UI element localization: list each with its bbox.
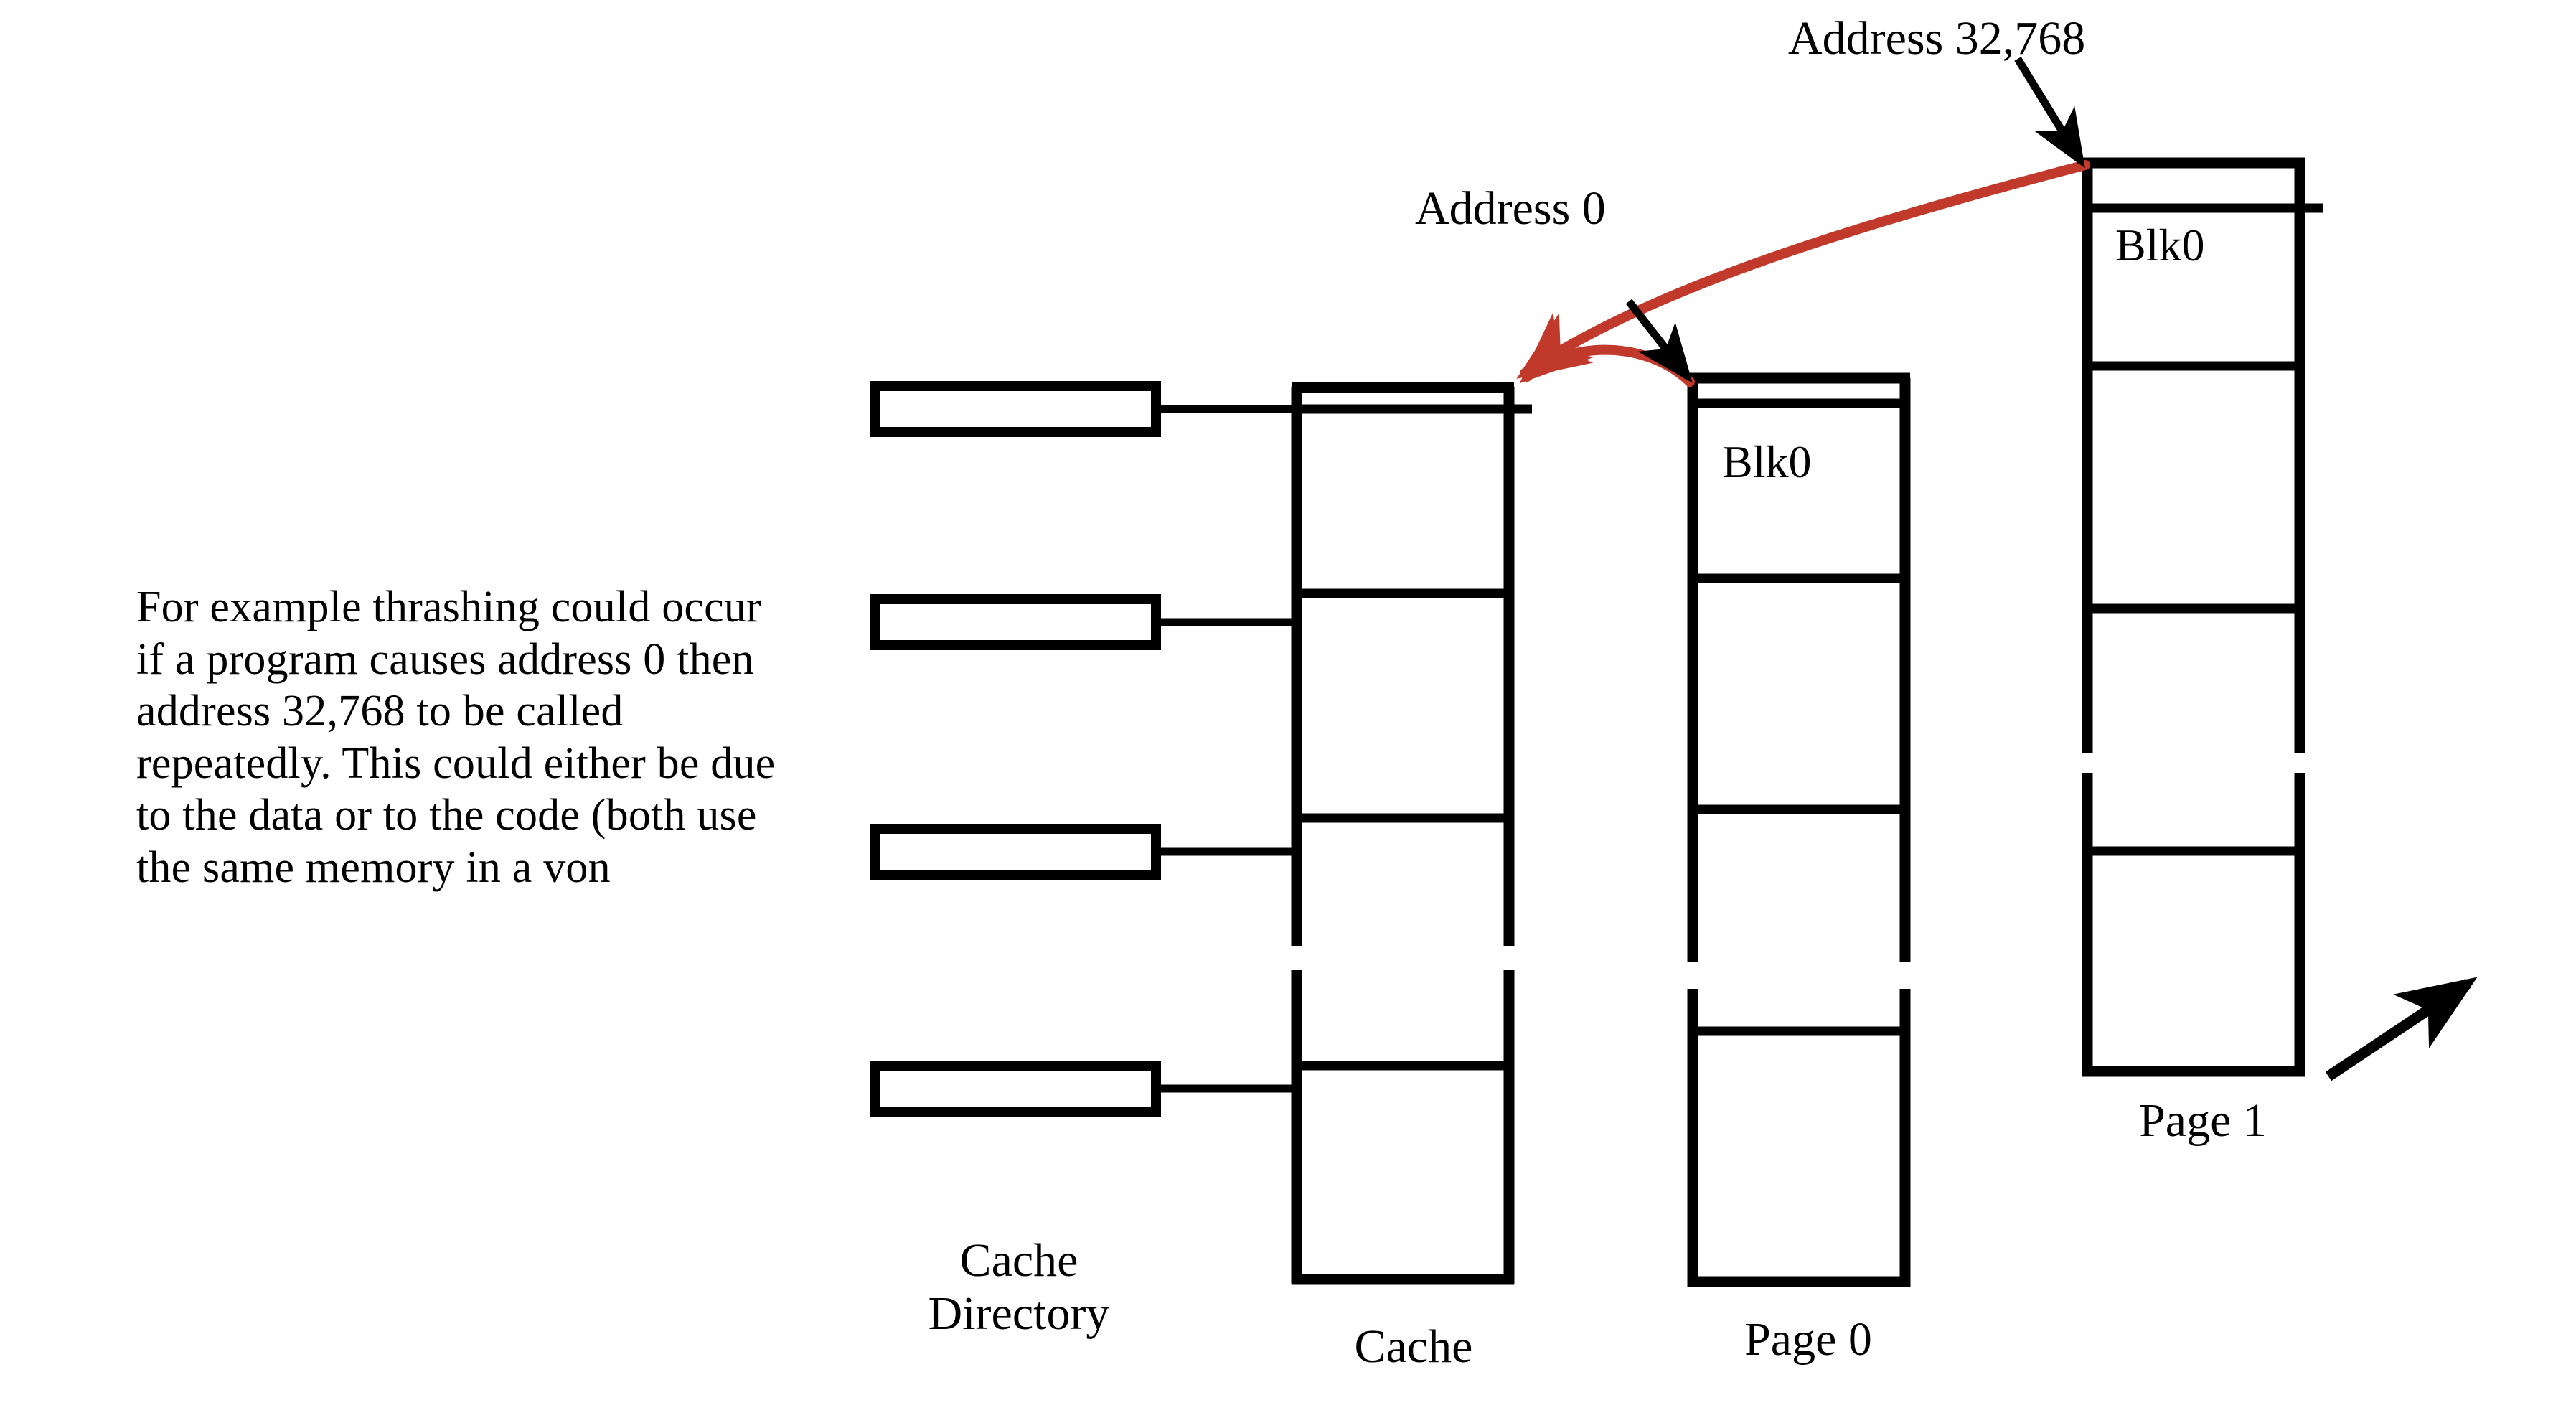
cache-directory-entry-0 bbox=[870, 381, 1161, 437]
callout-leader-arrows bbox=[1625, 57, 2478, 1081]
thrashing-arcs bbox=[1516, 160, 2090, 387]
cache-directory-entry-3 bbox=[870, 1061, 1161, 1117]
cache-directory-label: Cache Directory bbox=[928, 1234, 1110, 1340]
body-paragraph: For example thrashing could occur if a p… bbox=[136, 583, 776, 892]
pointer-arrow-bottom-right bbox=[2325, 977, 2478, 1081]
page1-column-group bbox=[2082, 157, 2323, 1077]
cache-directory-group bbox=[870, 381, 1161, 1117]
cache-label: Cache bbox=[1354, 1320, 1473, 1373]
leader-arrow-address-32768 bbox=[2014, 57, 2085, 169]
directory-to-cache-connectors bbox=[1156, 405, 1296, 1093]
cache-directory-entry-2 bbox=[870, 824, 1161, 880]
page0-column-group bbox=[1687, 372, 1911, 1287]
page1-blk0-label: Blk0 bbox=[2115, 220, 2205, 271]
cache-directory-entry-1 bbox=[870, 594, 1161, 650]
page1-label: Page 1 bbox=[2139, 1094, 2267, 1147]
cache-column-group bbox=[1291, 382, 1532, 1285]
page0-label: Page 0 bbox=[1744, 1313, 1872, 1366]
page0-blk0-label: Blk0 bbox=[1722, 436, 1812, 487]
leader-arrow-address-0 bbox=[1625, 299, 1693, 383]
callout-address-32768: Address 32,768 bbox=[1788, 12, 2086, 65]
red-arc-from-page1 bbox=[1516, 160, 2090, 379]
callout-address-0: Address 0 bbox=[1415, 182, 1606, 235]
